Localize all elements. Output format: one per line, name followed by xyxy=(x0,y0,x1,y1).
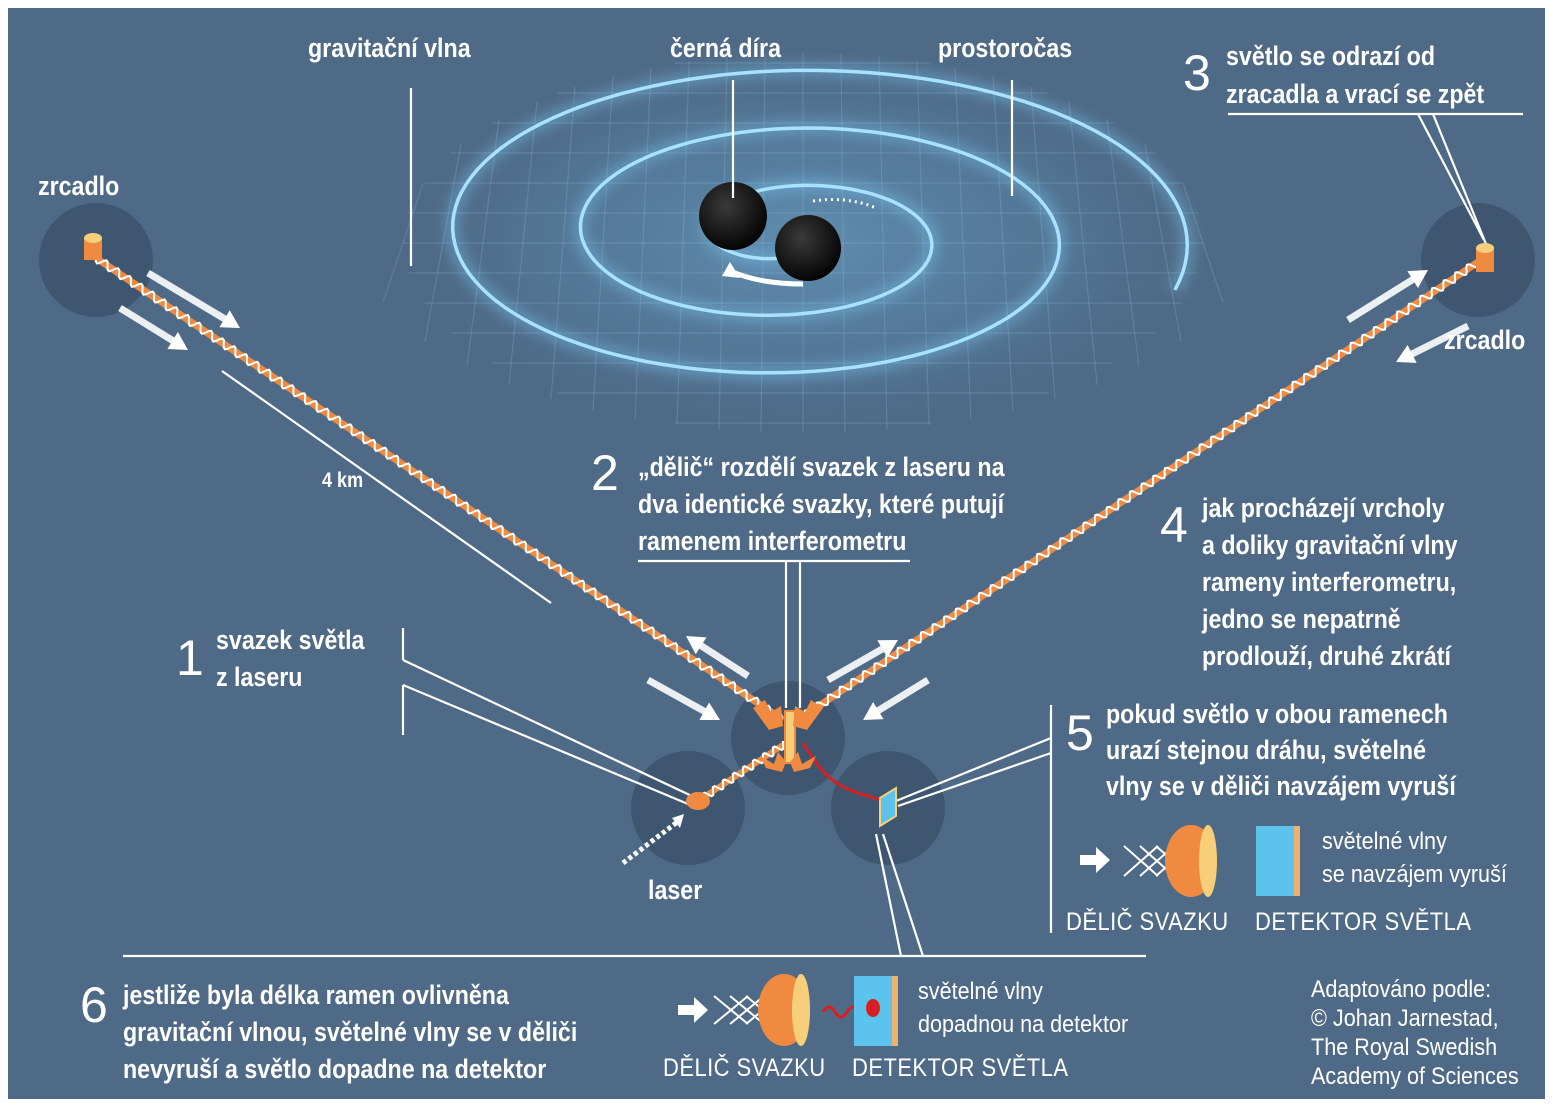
legend-detect-note-2: dopadnou na detektor xyxy=(918,1011,1129,1038)
diagram-artwork xyxy=(39,48,1535,1046)
legend-detect-detector: DETEKTOR SVĚTLA xyxy=(852,1054,1069,1082)
legend-detect-splitter: DĚLIČ SVAZKU xyxy=(663,1054,826,1082)
step-4-line-2: a doliky gravitační vlny xyxy=(1202,530,1458,560)
interferometer-diagram: gravitační vlna černá díra prostoročas z… xyxy=(8,8,1545,1099)
step-4-line-1: jak procházejí vrcholy xyxy=(1202,493,1445,523)
label-arm-length: 4 km xyxy=(322,469,364,492)
legend-cancel-note-2: se navzájem vyruší xyxy=(1322,861,1507,888)
step-4-number: 4 xyxy=(1160,497,1188,553)
legend-cancel-splitter: DĚLIČ SVAZKU xyxy=(1066,908,1229,936)
label-black-hole: černá díra xyxy=(670,33,782,63)
credit-line-3: The Royal Swedish xyxy=(1311,1034,1498,1061)
step-5-line-2: urazí stejnou dráhu, světelné xyxy=(1106,735,1427,765)
detector xyxy=(879,786,897,828)
step-5-line-3: vlny se v děliči navzájem vyruší xyxy=(1106,771,1456,801)
step-3-line-1: světlo se odrazí od xyxy=(1226,41,1436,71)
credit-line-2: © Johan Jarnestad, xyxy=(1311,1005,1499,1032)
credit-line-1: Adaptováno podle: xyxy=(1311,976,1492,1003)
direction-arrows xyxy=(118,269,1470,720)
step-1-number: 1 xyxy=(176,630,204,686)
step-5-number: 5 xyxy=(1066,705,1094,761)
step-3-line-2: zracadla a vrací se zpět xyxy=(1226,79,1485,109)
legend-detect-note-1: světelné vlny xyxy=(918,978,1043,1005)
label-gravitational-wave: gravitační vlna xyxy=(308,33,471,63)
step-4-line-5: prodlouží, druhé zkrátí xyxy=(1202,641,1451,671)
step-3-number: 3 xyxy=(1183,45,1211,101)
laser-source xyxy=(621,792,710,865)
leader-lines xyxy=(123,80,1523,958)
legend-detect-icons xyxy=(678,974,898,1046)
legend-cancel-detector: DETEKTOR SVĚTLA xyxy=(1255,908,1472,936)
step-1-line-2: z laseru xyxy=(216,662,303,692)
step-6-line-1: jestliže byla délka ramen ovlivněna xyxy=(123,980,509,1010)
legend-cancel-icons xyxy=(1080,825,1300,897)
black-hole xyxy=(699,182,767,250)
black-hole-pair xyxy=(699,182,877,287)
step-2-line-2: dva identické svazky, které putují xyxy=(638,489,1005,519)
step-6-number: 6 xyxy=(80,977,108,1033)
step-2-number: 2 xyxy=(591,445,619,501)
step-6-line-3: nevyruší a světlo dopadne na detektor xyxy=(123,1054,547,1084)
step-4-line-4: jedno se nepatrně xyxy=(1202,604,1401,634)
label-mirror-right: zrcadlo xyxy=(1444,325,1526,355)
step-1-line-1: svazek světla xyxy=(216,625,365,655)
credit-line-4: Academy of Sciences xyxy=(1311,1063,1519,1090)
label-laser: laser xyxy=(648,875,703,905)
step-4-line-3: rameny interferometru, xyxy=(1202,567,1457,597)
laser-beams xyxy=(94,255,1486,804)
step-2-line-3: ramenem interferometru xyxy=(638,526,907,556)
step-5-line-1: pokud světlo v obou ramenech xyxy=(1106,699,1448,729)
beam-splitter xyxy=(753,700,823,772)
black-hole xyxy=(775,215,841,281)
step-6-line-2: gravitační vlnou, světelné vlny se v děl… xyxy=(123,1017,578,1047)
mirror-left xyxy=(84,233,102,260)
label-spacetime: prostoročas xyxy=(938,33,1073,63)
label-mirror-left: zrcadlo xyxy=(38,171,120,201)
step-2-line-1: „dělič“ rozdělí svazek z laseru na xyxy=(638,452,1005,482)
legend-cancel-note-1: světelné vlny xyxy=(1322,828,1447,855)
mirror-right xyxy=(1476,243,1494,272)
